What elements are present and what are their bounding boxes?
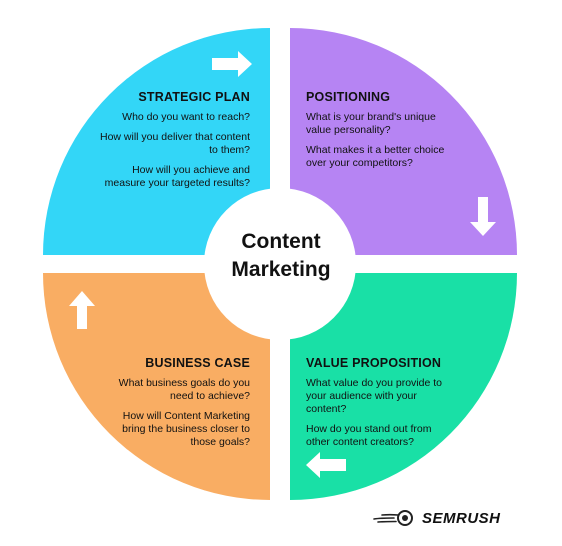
strategic-plan-block: STRATEGIC PLAN Who do you want to reach?… <box>20 90 250 197</box>
brand-name: SEMRUSH <box>422 509 501 527</box>
strategic-plan-question: How will you deliver that content to the… <box>100 131 250 156</box>
business-case-question: How will Content Marketing bring the bus… <box>122 410 250 448</box>
business-case-question: What business goals do you need to achie… <box>118 377 250 402</box>
center-circle <box>204 188 356 340</box>
quadrant-value-proposition <box>290 273 517 500</box>
center-title-line1: Content <box>241 230 321 253</box>
arrow-left-icon <box>306 452 346 478</box>
value-proposition-question: What value do you provide to your audien… <box>306 377 442 415</box>
positioning-title: POSITIONING <box>306 90 391 104</box>
strategic-plan-question: How will you achieve and measure your ta… <box>104 164 250 189</box>
strategic-plan-question: Who do you want to reach? <box>122 111 250 123</box>
positioning-block: POSITIONING What is your brand's unique … <box>306 90 536 177</box>
quadrant-strategic-plan <box>43 28 270 255</box>
business-case-block: BUSINESS CASE What business goals do you… <box>20 356 250 456</box>
semrush-brand: SEMRUSH <box>372 508 501 528</box>
value-proposition-question: How do you stand out from other content … <box>306 423 432 448</box>
strategic-plan-title: STRATEGIC PLAN <box>138 90 250 104</box>
semrush-fireball-logo-icon <box>373 510 413 526</box>
value-proposition-title: VALUE PROPOSITION <box>306 356 442 370</box>
positioning-question: What makes it a better choice over your … <box>306 144 445 169</box>
center-title: Content Marketing <box>206 228 356 284</box>
business-case-title: BUSINESS CASE <box>145 356 250 370</box>
arrow-up-icon <box>69 291 95 329</box>
value-proposition-block: VALUE PROPOSITION What value do you prov… <box>306 356 536 456</box>
positioning-question: What is your brand's unique value person… <box>306 111 436 136</box>
arrow-right-icon <box>212 51 252 77</box>
arrow-down-icon <box>470 197 496 236</box>
quadrant-business-case <box>43 273 270 500</box>
center-title-line2: Marketing <box>231 258 331 281</box>
quadrant-positioning <box>290 28 517 255</box>
